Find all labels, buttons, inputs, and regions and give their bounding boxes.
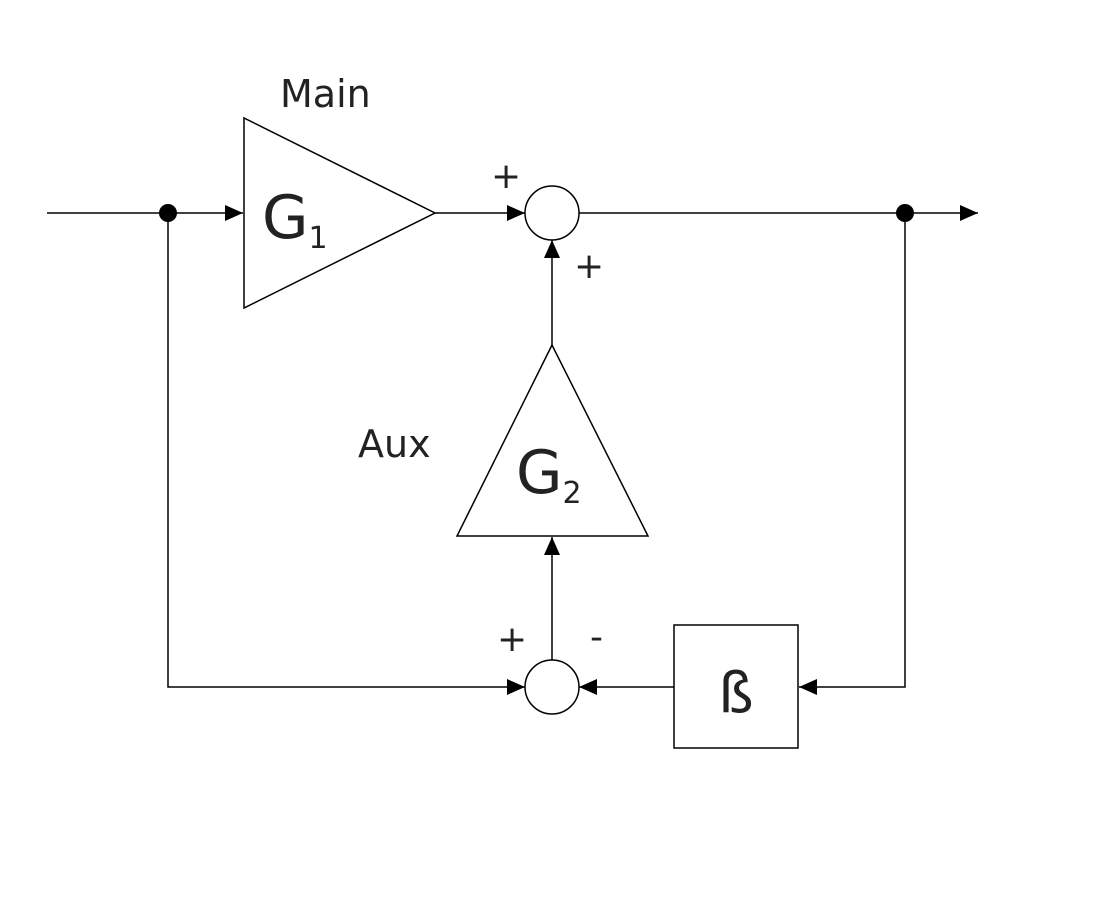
g2-amplifier-block: [455, 343, 650, 537]
g2-caption: Aux: [358, 422, 431, 466]
output-junction-dot: [896, 204, 914, 222]
sum-junction-bottom: [524, 659, 580, 715]
g1-caption: Main: [280, 72, 371, 116]
input-junction-dot: [159, 204, 177, 222]
g2-subscript: 2: [563, 476, 582, 511]
wire-feedforward: [167, 213, 525, 695]
wire-feedback: [799, 213, 906, 695]
g1-symbol: G1: [262, 183, 328, 256]
g1-subscript: 1: [309, 221, 328, 256]
sum-junction-top: [524, 185, 580, 241]
sum-top-sign-left: +: [491, 156, 521, 197]
g1-amplifier-block: [243, 116, 437, 310]
beta-symbol: ß: [718, 661, 753, 726]
g2-symbol: G2: [516, 438, 582, 511]
sum-bottom-sign-right: -: [590, 617, 603, 658]
sum-top-sign-bottom: +: [574, 246, 604, 287]
sum-bottom-sign-left: +: [497, 619, 527, 660]
beta-block: [673, 624, 799, 749]
